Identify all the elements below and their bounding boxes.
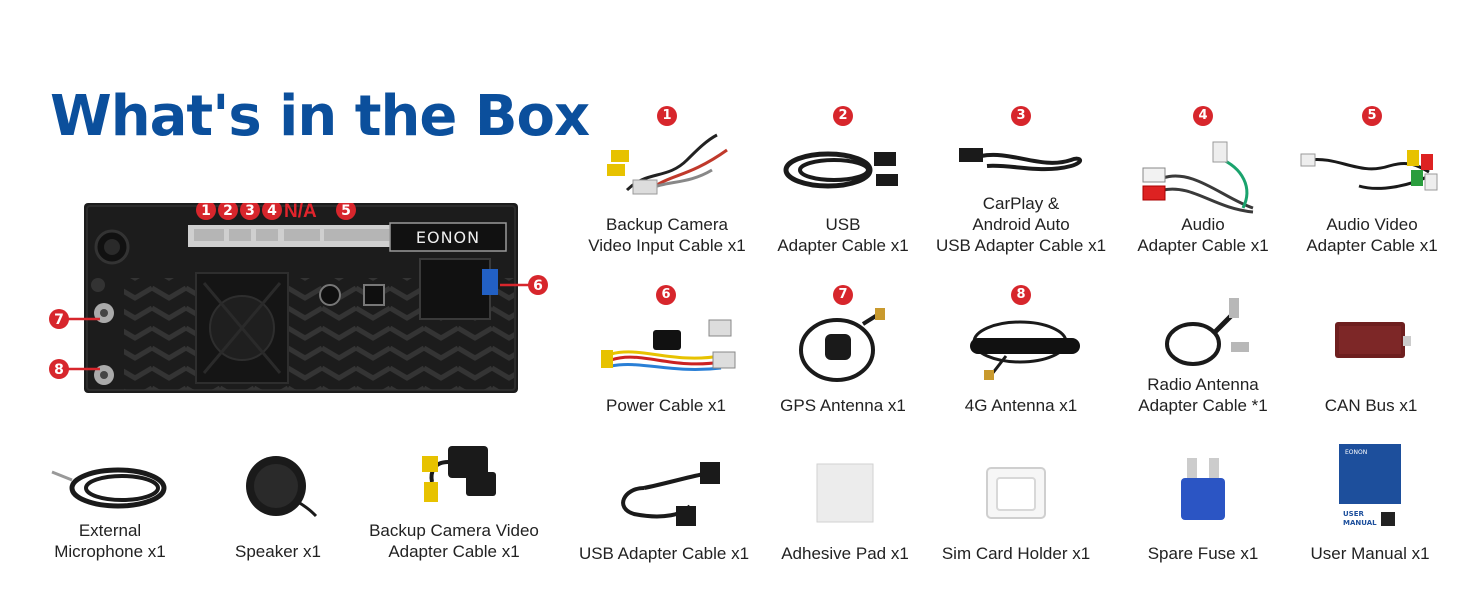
port-badge-2: 2 bbox=[223, 203, 233, 219]
item-label: User Manual x1 bbox=[1310, 544, 1430, 563]
item-sim-card-holder: Sim Card Holder x1 bbox=[928, 452, 1104, 564]
cable-image bbox=[778, 144, 908, 194]
port-badge-3: 3 bbox=[245, 203, 255, 219]
item-power-cable: 6 Power Cable x1 bbox=[586, 284, 746, 416]
item-spare-fuse: Spare Fuse x1 bbox=[1130, 452, 1276, 564]
cable-image bbox=[591, 310, 741, 380]
cable-image bbox=[1133, 138, 1273, 218]
callout-6: 6 bbox=[500, 274, 550, 296]
cable-image bbox=[604, 458, 724, 534]
antenna-image bbox=[956, 312, 1086, 382]
item-label: Sim Card Holder x1 bbox=[941, 544, 1091, 563]
adhesive-pad-image bbox=[813, 460, 877, 526]
item-label: CAN Bus x1 bbox=[1324, 396, 1418, 415]
fuse-image bbox=[1173, 454, 1233, 524]
port-badge-1: 1 bbox=[201, 203, 211, 219]
port-badge-5: 5 bbox=[341, 203, 351, 219]
item-label: Speaker x1 bbox=[235, 542, 321, 561]
item-user-manual: EONON USER MANUAL User Manual x1 bbox=[1300, 440, 1440, 564]
speaker-image bbox=[238, 452, 318, 522]
item-badge: 4 bbox=[1193, 106, 1213, 126]
callout-8: 8 bbox=[48, 358, 100, 380]
item-can-bus: CAN Bus x1 bbox=[1306, 284, 1436, 416]
callout-8-number: 8 bbox=[54, 362, 64, 378]
item-badge: 6 bbox=[656, 285, 676, 305]
cable-image bbox=[404, 442, 504, 508]
manual-brand: EONON bbox=[1345, 449, 1367, 456]
manual-cover-line2: MANUAL bbox=[1343, 519, 1377, 527]
manual-cover-line1: USER bbox=[1343, 510, 1365, 518]
cable-image bbox=[951, 140, 1091, 180]
cable-image bbox=[1299, 136, 1445, 196]
item-badge: 8 bbox=[1011, 285, 1031, 305]
item-label: USB Adapter Cable x1 bbox=[578, 544, 750, 563]
page-title: What's in the Box bbox=[50, 84, 590, 149]
item-label: Adhesive Pad x1 bbox=[781, 544, 909, 563]
item-label: GPS Antenna x1 bbox=[780, 396, 906, 415]
callout-7: 7 bbox=[48, 308, 100, 330]
item-speaker: Speaker x1 bbox=[214, 452, 342, 562]
item-badge: 2 bbox=[833, 106, 853, 126]
head-unit-rear-view: EONON 1 2 3 4 N/A 5 bbox=[84, 203, 518, 393]
item-badge: 7 bbox=[833, 285, 853, 305]
item-adhesive-pad: Adhesive Pad x1 bbox=[770, 452, 920, 564]
cable-image bbox=[1153, 294, 1253, 374]
item-label: Spare Fuse x1 bbox=[1147, 544, 1259, 563]
callout-6-number: 6 bbox=[533, 278, 543, 294]
callout-7-number: 7 bbox=[54, 312, 64, 328]
port-badge-4: 4 bbox=[267, 203, 277, 219]
item-badge: 5 bbox=[1362, 106, 1382, 126]
antenna-image bbox=[793, 306, 893, 386]
item-label: 4G Antenna x1 bbox=[964, 396, 1078, 415]
item-usb-adapter-cable-2: USB Adapter Cable x1 bbox=[566, 452, 762, 564]
cable-image bbox=[597, 130, 737, 200]
manual-image: EONON USER MANUAL bbox=[1337, 442, 1403, 534]
port-na-label: N/A bbox=[284, 203, 317, 222]
brand-logo: EONON bbox=[416, 228, 480, 247]
item-4g-antenna: 8 4G Antenna x1 bbox=[946, 284, 1096, 416]
item-badge: 3 bbox=[1011, 106, 1031, 126]
microphone-image bbox=[48, 456, 172, 516]
can-bus-image bbox=[1331, 318, 1411, 362]
sim-holder-image bbox=[983, 464, 1049, 520]
item-badge: 1 bbox=[657, 106, 677, 126]
item-gps-antenna: 7 GPS Antenna x1 bbox=[768, 284, 918, 416]
item-label: Power Cable x1 bbox=[605, 396, 726, 415]
